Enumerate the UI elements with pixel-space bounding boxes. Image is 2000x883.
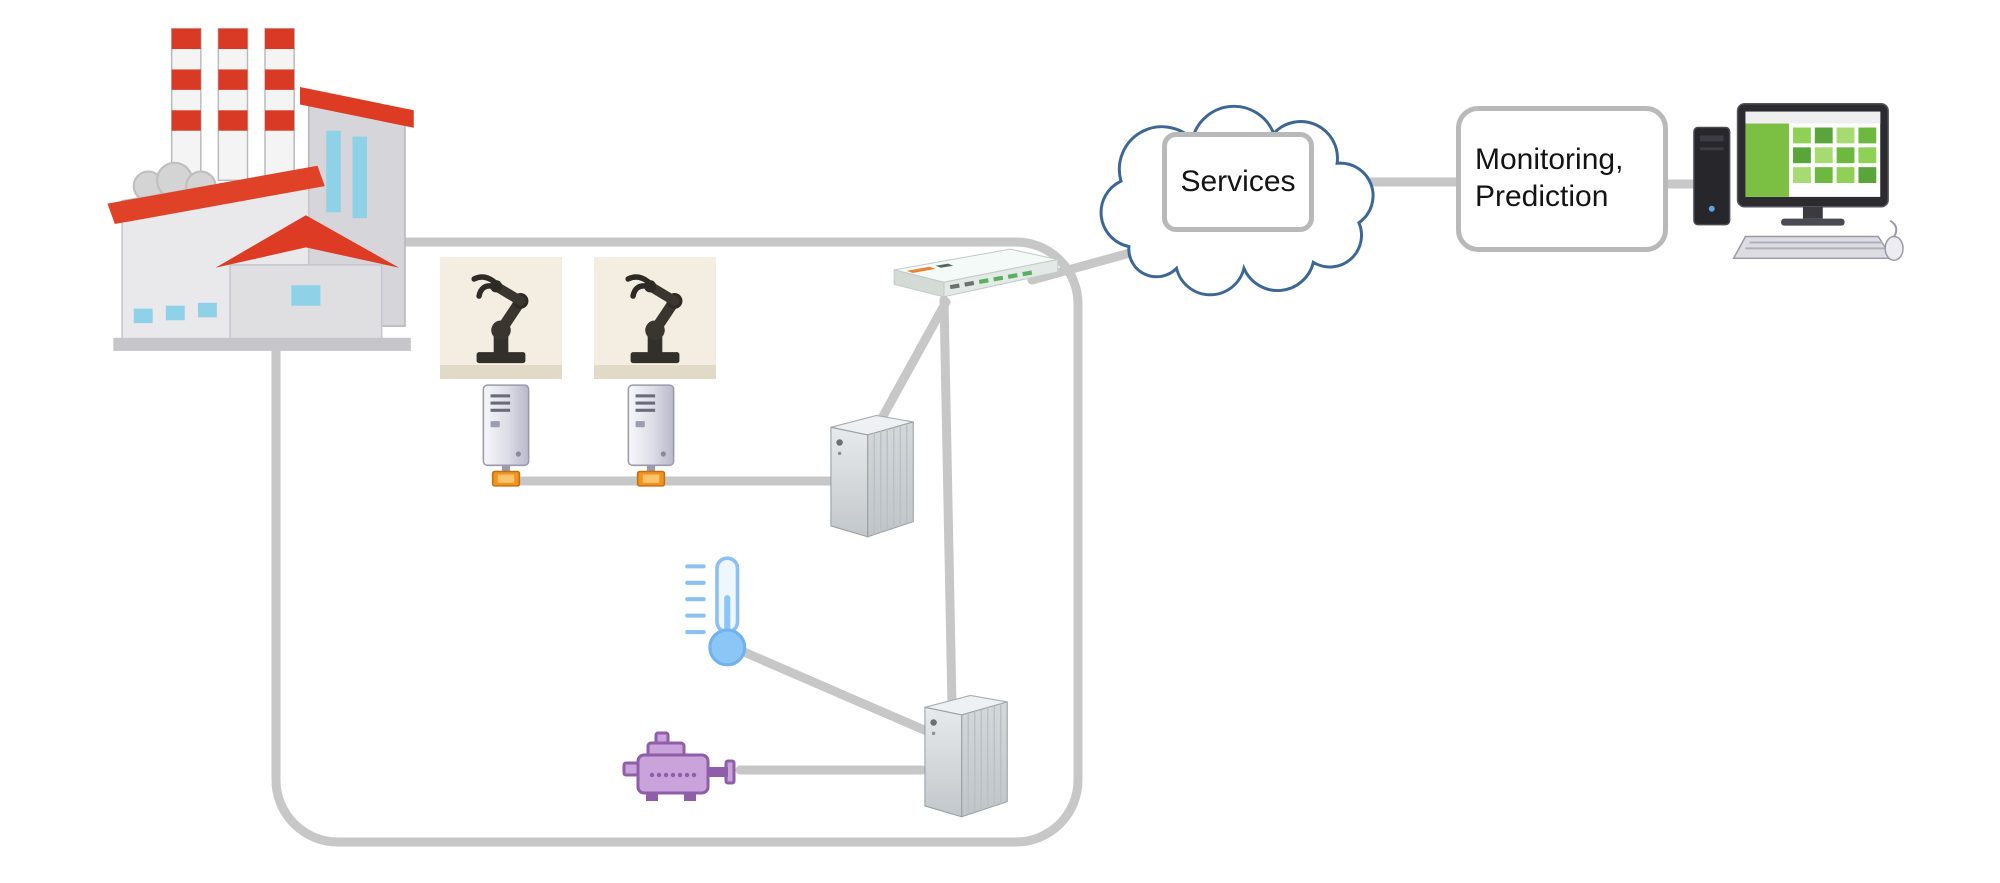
- factory-node: [90, 8, 440, 373]
- robot-arm-icon: [471, 274, 529, 364]
- robot-arm-icon: [625, 274, 683, 364]
- engine-node: [622, 722, 742, 814]
- factory-network-boundary: [271, 237, 1083, 847]
- network-connector-icon: [636, 470, 666, 487]
- server-tower-icon: [830, 414, 914, 538]
- controller-pc-2-node: [615, 382, 687, 490]
- pc-tower-icon: [627, 384, 675, 487]
- engine-icon: [622, 731, 736, 801]
- router-switch-icon: [893, 248, 1059, 298]
- line-server1-to-switch: [867, 297, 951, 441]
- temperature-sensor-node: [678, 552, 756, 670]
- controller-pc-1-node: [470, 382, 542, 490]
- monitoring-label-line2: Prediction: [1475, 180, 1609, 213]
- edge-server-2-node: [916, 690, 1014, 820]
- line-switch-to-server2: [939, 295, 957, 711]
- monitoring-label-line1: Monitoring,: [1475, 143, 1624, 177]
- monitoring-prediction-box: Monitoring, Prediction: [1456, 106, 1668, 252]
- factory-icon: [107, 27, 414, 351]
- services-label: Services: [1180, 164, 1296, 198]
- pc-tower-icon: [482, 384, 530, 487]
- desktop-computer-icon: [1693, 102, 1904, 262]
- thermometer-icon: [685, 556, 747, 667]
- edge-server-1-node: [822, 410, 920, 540]
- line-thermometer-to-server2: [739, 647, 943, 741]
- robot-arm-2-node: [594, 257, 716, 379]
- network-connector-icon: [491, 470, 521, 487]
- workstation-node: [1688, 98, 1906, 270]
- robot-arm-1-node: [440, 257, 562, 379]
- services-box: Services: [1162, 132, 1314, 232]
- server-tower-icon: [924, 694, 1008, 818]
- network-switch-node: [888, 242, 1064, 306]
